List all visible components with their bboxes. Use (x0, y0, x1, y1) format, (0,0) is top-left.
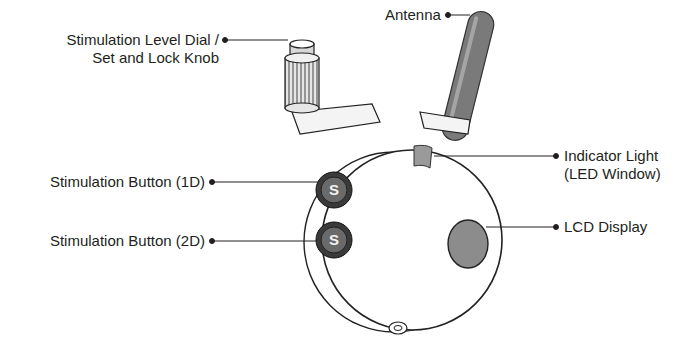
part-label: LCD Display (564, 218, 647, 236)
clip-hole (394, 326, 402, 331)
lcd-display (448, 220, 488, 268)
part-label: Stimulation Button (1D) (50, 173, 205, 191)
part-label: Indicator Light (LED Window) (564, 147, 676, 183)
stimulation-dial (285, 40, 319, 113)
collar-clip (389, 322, 407, 334)
led-window (414, 145, 432, 168)
antenna-collar (420, 112, 470, 134)
button-2d (316, 222, 352, 258)
button-2d-face (321, 227, 347, 253)
part-label: Antenna (385, 6, 441, 24)
leader-lines (210, 13, 559, 244)
button-1d (316, 172, 352, 208)
part-label: Stimulation Button (2D) (50, 232, 205, 250)
button-symbol: S (329, 182, 339, 198)
button-1d-face (321, 177, 347, 203)
part-label: Stimulation Level Dial / Set and Lock Kn… (61, 31, 219, 67)
button-symbol: S (329, 232, 339, 248)
